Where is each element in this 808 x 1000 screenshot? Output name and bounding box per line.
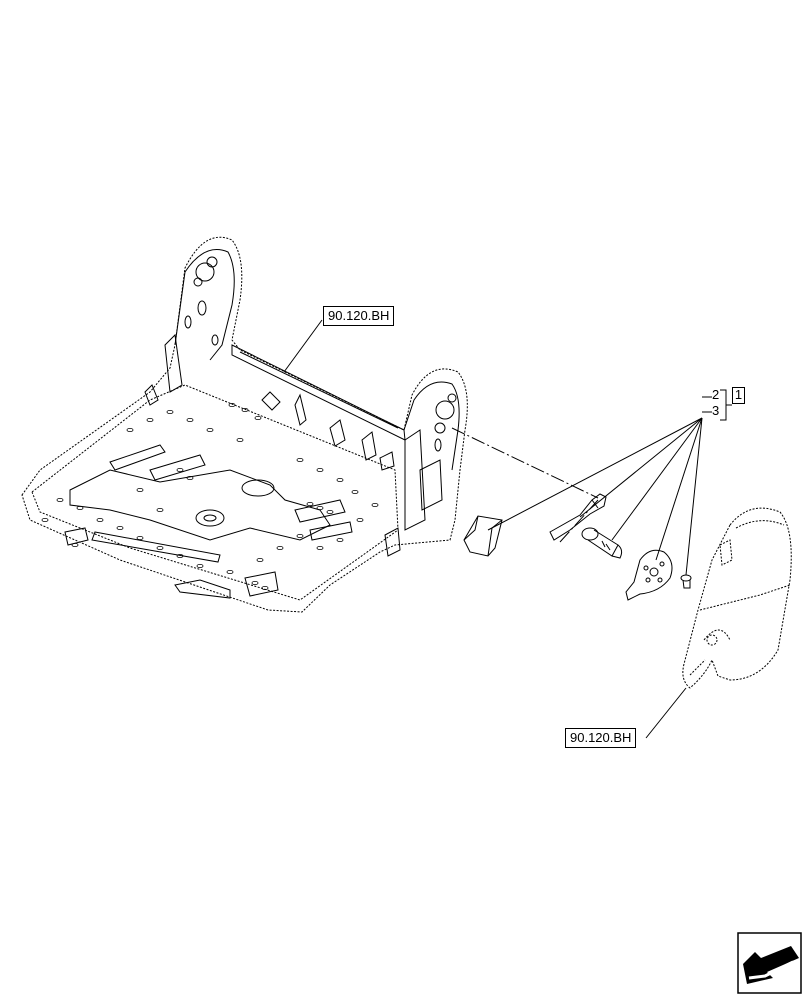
callout-group-1: 1 [732,387,745,404]
reference-leader-lower [645,687,687,739]
part-pin [581,527,623,559]
seat-frame [21,236,468,613]
part-knob [463,515,503,557]
leader-lines [487,389,732,576]
reference-label-upper[interactable]: 90.120.BH [323,306,395,326]
reference-leader-upper [283,319,323,373]
seat-frame-holes [41,402,379,591]
part-cam-plate [625,549,673,601]
callout-item-3: 3 [712,403,720,418]
part-lever [549,493,607,541]
part-screw [680,574,692,589]
callout-item-2: 2 [712,387,720,402]
side-cover [682,507,792,689]
reference-label-lower[interactable]: 90.120.BH [565,728,637,748]
next-page-arrow-icon[interactable] [737,932,802,994]
seat-frame-outline [21,236,468,613]
